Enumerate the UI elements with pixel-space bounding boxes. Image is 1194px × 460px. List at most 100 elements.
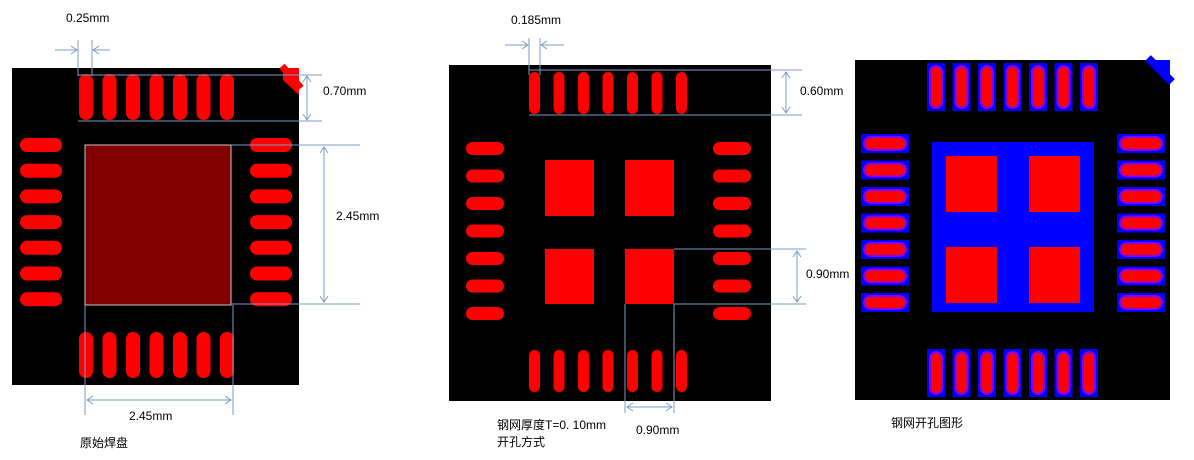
pad-bottom-1 <box>79 332 93 378</box>
pad-left-3 <box>863 242 907 257</box>
pad-bottom-2 <box>627 350 638 392</box>
pads-left-1 <box>20 138 62 307</box>
pad-left-3 <box>863 162 907 178</box>
pad-left-2 <box>466 279 504 293</box>
window-tr-2 <box>625 160 674 216</box>
pad-right-3 <box>1119 242 1163 257</box>
pad-right-2 <box>713 224 751 238</box>
label-pitch-gap-1: 0.25mm <box>66 11 109 25</box>
pad-right-1 <box>250 163 292 178</box>
pad-left-3 <box>863 268 907 284</box>
dim-window-width-2: 0.90mm <box>624 304 679 437</box>
pad-right-2 <box>713 307 751 320</box>
window-br-2 <box>625 249 674 304</box>
pad-left-3 <box>863 295 907 310</box>
pad-bottom-2 <box>578 350 589 392</box>
pad-top-2 <box>651 72 663 114</box>
label-window-width-2: 0.90mm <box>636 423 679 437</box>
pad-right-3 <box>1119 189 1163 204</box>
pads-top-1 <box>79 74 234 120</box>
window-tl-3 <box>946 156 997 212</box>
pad-top-3 <box>954 65 969 109</box>
pad-bottom-2 <box>651 350 663 392</box>
pad-bottom-2 <box>553 350 565 392</box>
pads-right-2 <box>713 142 751 320</box>
pad-left-3 <box>863 215 907 231</box>
pad-right-1 <box>250 215 292 230</box>
pad-right-3 <box>1119 162 1163 178</box>
pad-bottom-1 <box>220 332 234 378</box>
pin1-marker-stripe-3 <box>1145 55 1175 85</box>
pad-top-2 <box>627 72 638 114</box>
pin1-marker-stripe-1 <box>279 63 304 91</box>
window-tr-3 <box>1029 156 1080 212</box>
dim-ep-width-1: 2.45mm <box>84 305 234 423</box>
pad-right-1 <box>250 189 292 204</box>
panel-original-pads: 0.25mm 0.70mm 2.45mm 2.45mm 原始焊盘 <box>12 11 379 450</box>
pads-left-2 <box>466 142 504 320</box>
label-window-height-2: 0.90mm <box>806 267 849 281</box>
label-ep-height-1: 2.45mm <box>336 209 379 223</box>
pad-right-1 <box>250 266 292 281</box>
pad-top-3 <box>980 65 994 109</box>
label-pad-length-1: 0.70mm <box>323 84 366 98</box>
pad-bottom-3 <box>1031 351 1045 395</box>
pad-top-2 <box>676 72 687 114</box>
pads-bottom-2 <box>529 350 687 392</box>
pad-bottom-3 <box>954 351 969 395</box>
window-bl-2 <box>545 249 594 304</box>
pad-left-1 <box>20 240 62 255</box>
pad-top-3 <box>929 65 943 109</box>
pad-left-1 <box>20 215 62 230</box>
caption-original-pads: 原始焊盘 <box>80 435 128 450</box>
caption-stencil-pattern: 钢网开孔图形 <box>891 416 963 430</box>
pad-left-1 <box>20 266 62 281</box>
pad-top-3 <box>1056 65 1071 109</box>
label-pitch-gap-2: 0.185mm <box>511 13 561 27</box>
pad-right-2 <box>713 279 751 293</box>
pad-right-3 <box>1119 215 1163 231</box>
pads-top-2 <box>529 72 687 114</box>
pad-bottom-3 <box>1056 351 1071 395</box>
exposed-pad-1 <box>84 144 232 306</box>
window-bl-3 <box>946 247 997 303</box>
pad-left-1 <box>20 138 62 152</box>
pad-left-2 <box>466 197 504 210</box>
pad-top-1 <box>220 74 234 120</box>
pad-top-3 <box>1031 65 1045 109</box>
pad-bottom-3 <box>929 351 943 395</box>
pad-top-2 <box>529 72 540 114</box>
pad-top-1 <box>196 74 211 120</box>
pads-bottom-1 <box>79 332 234 378</box>
dim-pad-length-1: 0.70mm <box>78 74 366 122</box>
pad-left-2 <box>466 252 504 265</box>
pad-left-2 <box>466 307 504 320</box>
pad-right-3 <box>1119 295 1163 310</box>
window-br-3 <box>1029 247 1080 303</box>
pad-right-2 <box>713 169 751 183</box>
pad-left-3 <box>863 189 907 204</box>
pad-top-1 <box>102 74 117 120</box>
pad-top-1 <box>79 74 93 120</box>
pad-bottom-3 <box>1005 351 1020 395</box>
pad-left-2 <box>466 224 504 238</box>
pad-right-2 <box>713 252 751 265</box>
caption-stencil-thickness: 钢网厚度T=0. 10mm <box>497 417 606 432</box>
panel-stencil-pattern: 钢网开孔图形 <box>855 55 1175 430</box>
label-ep-width-1: 2.45mm <box>129 409 172 423</box>
pad-right-2 <box>713 197 751 210</box>
pads-left-3 <box>861 134 909 312</box>
dim-pad-length-2: 0.60mm <box>529 69 843 116</box>
pads-right-3 <box>1117 134 1165 312</box>
pad-left-1 <box>20 292 62 307</box>
label-pad-length-2: 0.60mm <box>800 84 843 98</box>
panel-aperture-method: 0.185mm 0.60mm 0.90mm 0.90mm 钢网厚度T=0. <box>449 13 849 449</box>
pad-top-2 <box>553 72 565 114</box>
pad-top-1 <box>149 74 164 120</box>
pad-top-1 <box>126 74 140 120</box>
pad-bottom-1 <box>173 332 187 378</box>
dim-window-height-2: 0.90mm <box>674 248 849 305</box>
pad-bottom-1 <box>126 332 140 378</box>
pad-right-3 <box>1119 136 1163 151</box>
